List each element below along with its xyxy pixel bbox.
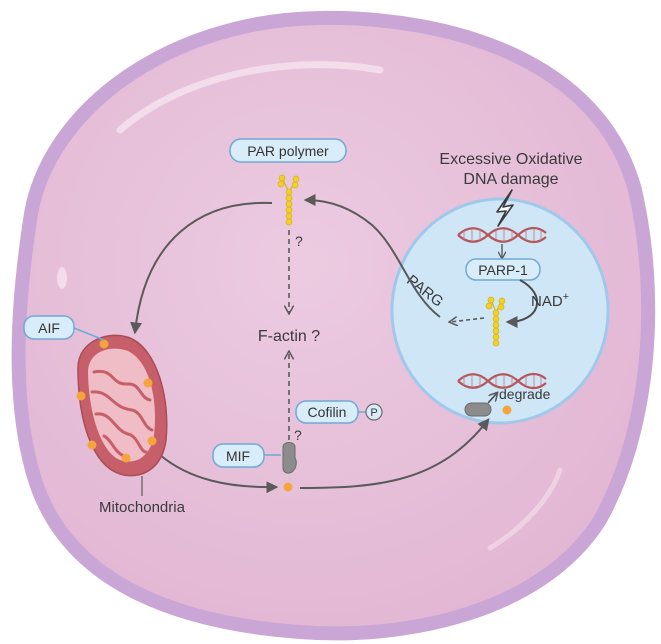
f-actin-label: F-actin ? xyxy=(258,328,320,345)
par-polymer-icon-top xyxy=(277,174,300,226)
phospho-label: P xyxy=(370,407,377,419)
cell-highlight xyxy=(116,61,384,134)
mif-label: MIF xyxy=(226,448,250,464)
par-polymer-label: PAR polymer xyxy=(247,143,329,159)
arrow-par-to-parg xyxy=(450,318,485,322)
aif-box xyxy=(23,315,75,340)
parp1-label: PARP-1 xyxy=(478,262,528,278)
aif-link xyxy=(73,327,105,341)
parp1-box xyxy=(465,258,541,281)
nad-label: NAD+ xyxy=(531,291,569,310)
arrow-mif-to-nucleus xyxy=(299,418,490,489)
question-top: ? xyxy=(295,233,303,249)
mitochondria-label: Mitochondria xyxy=(99,499,186,516)
cell-highlight-bottom xyxy=(487,467,563,551)
excessive-line2: DNA damage xyxy=(463,171,558,188)
excessive-line1: Excessive Oxidative xyxy=(439,151,582,168)
arrow-mitochondria-to-mif xyxy=(159,454,279,494)
question-bottom: ? xyxy=(294,427,302,443)
arrow-nad xyxy=(505,279,539,328)
degrade-label: degrade xyxy=(499,386,551,402)
mif-nucleus-icon xyxy=(464,402,492,417)
par-polymer-icon-nucleus xyxy=(485,296,506,347)
arrow-par-to-mitochondria xyxy=(130,201,273,335)
arrow-parg-to-par-polymer xyxy=(303,194,441,318)
cell-membrane xyxy=(11,10,656,641)
cell-highlight-small xyxy=(57,267,67,289)
phospho-icon xyxy=(365,403,383,421)
dna-icon-bottom xyxy=(457,372,547,390)
nucleus xyxy=(390,197,610,425)
cofilin-label: Cofilin xyxy=(308,404,347,420)
lightning-icon xyxy=(496,189,514,227)
mitochondria-icon xyxy=(76,334,168,477)
mif-nucleus-dot xyxy=(502,405,512,415)
dna-icon-top xyxy=(457,226,547,244)
mif-icon xyxy=(282,442,297,474)
aif-label: AIF xyxy=(38,320,60,336)
par-polymer-box xyxy=(229,138,347,163)
mif-dot xyxy=(283,482,293,492)
arrow-degrade xyxy=(487,393,497,404)
